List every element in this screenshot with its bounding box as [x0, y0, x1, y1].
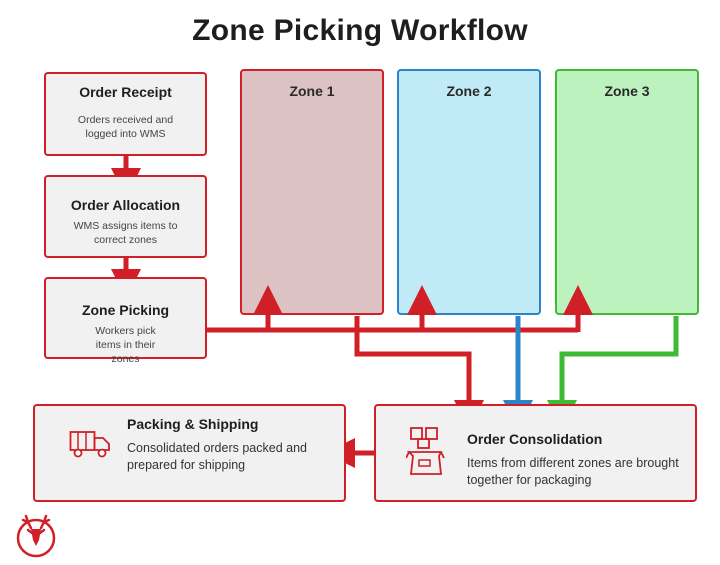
packing-shipping-label: Packing & Shipping [127, 416, 259, 432]
deer-logo-icon [14, 514, 58, 563]
order-consolidation-box: Order Consolidation Items from different… [374, 404, 697, 502]
order-receipt-label: Order Receipt [79, 84, 172, 100]
order-allocation-box: Order Allocation WMS assigns items to co… [44, 175, 207, 258]
order-consolidation-desc: Items from different zones are brought t… [467, 456, 679, 487]
order-allocation-desc: WMS assigns items to correct zones [73, 220, 178, 246]
delivery-truck-icon [69, 430, 113, 465]
order-consolidation-label: Order Consolidation [467, 431, 603, 447]
packing-shipping-desc: Consolidated orders packed and prepared … [127, 441, 307, 472]
zone-3: Zone 3 [555, 69, 699, 315]
packing-shipping-box: Packing & Shipping Consolidated orders p… [33, 404, 346, 502]
zone-picking-box: Zone Picking Workers pick items in their… [44, 277, 207, 365]
arrow-zone-1-to-consolidation [354, 316, 484, 430]
zone-3-label: Zone 3 [604, 83, 650, 99]
zone-1: Zone 1 [240, 69, 384, 315]
order-allocation-label: Order Allocation [70, 197, 181, 213]
zone-1-label: Zone 1 [289, 83, 335, 99]
zone-2: Zone 2 [397, 69, 541, 315]
boxes-icon [405, 426, 446, 483]
order-receipt-box: Order Receipt Orders received and logged… [44, 72, 207, 156]
order-receipt-desc: Orders received and logged into WMS [77, 114, 174, 140]
zone-picking-desc: Workers pick items in their zones [95, 325, 156, 365]
zone-2-label: Zone 2 [446, 83, 492, 99]
diagram-title: Zone Picking Workflow [192, 14, 528, 47]
arrow-zone-3-to-consolidation [547, 316, 679, 430]
zone-picking-label: Zone Picking [81, 302, 170, 318]
